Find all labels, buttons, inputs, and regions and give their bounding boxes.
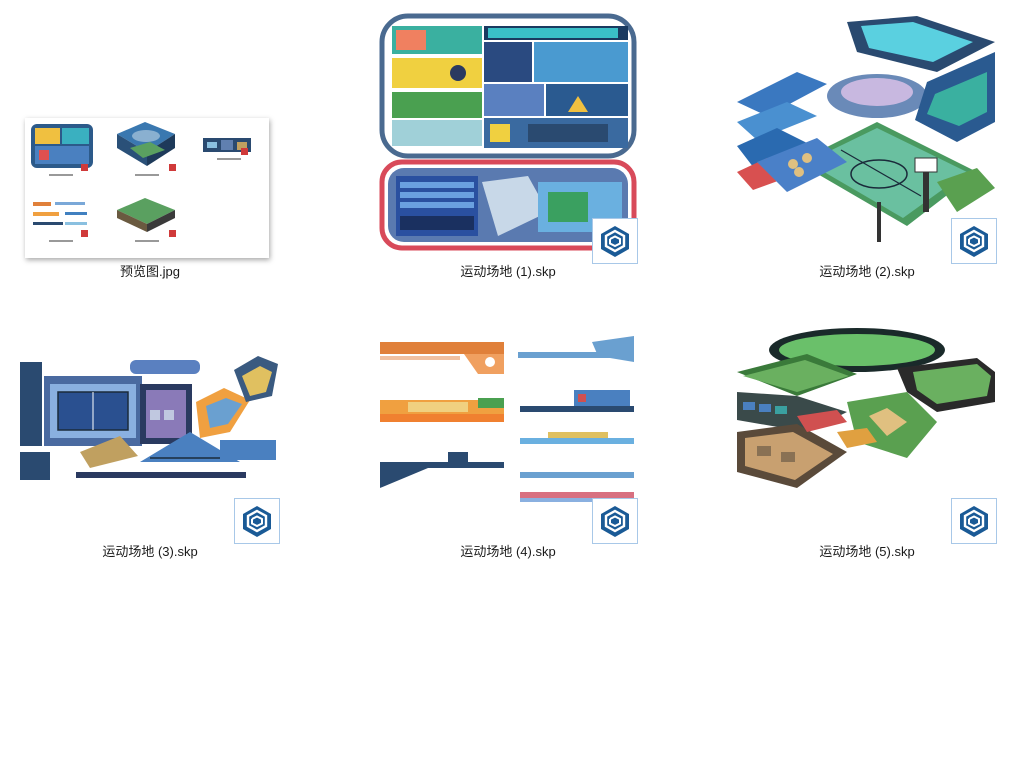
model-preview bbox=[737, 328, 995, 488]
sketchup-badge bbox=[592, 218, 638, 264]
file-item-skp-3[interactable]: 运动场地 (3).skp bbox=[0, 280, 300, 559]
sketchup-badge bbox=[234, 498, 280, 544]
model-preview bbox=[20, 356, 278, 480]
file-thumbnail bbox=[20, 12, 280, 264]
file-name: 运动场地 (5).skp bbox=[819, 544, 915, 559]
sketchup-badge bbox=[951, 218, 997, 264]
file-name: 运动场地 (4).skp bbox=[460, 544, 556, 559]
file-name: 预览图.jpg bbox=[120, 264, 180, 279]
file-name: 运动场地 (1).skp bbox=[460, 264, 556, 279]
file-item-skp-2[interactable]: 运动场地 (2).skp bbox=[717, 0, 1010, 279]
model-preview bbox=[379, 13, 637, 251]
preview-collage bbox=[31, 122, 251, 242]
file-item-preview-jpg[interactable]: 预览图.jpg bbox=[0, 0, 300, 279]
file-item-skp-5[interactable]: 运动场地 (5).skp bbox=[717, 280, 1010, 559]
file-name: 运动场地 (3).skp bbox=[102, 544, 198, 559]
sketchup-icon bbox=[243, 506, 271, 537]
file-name: 运动场地 (2).skp bbox=[819, 264, 915, 279]
file-thumbnail bbox=[737, 292, 997, 544]
file-item-skp-1[interactable]: 运动场地 (1).skp bbox=[358, 0, 658, 279]
sketchup-badge bbox=[592, 498, 638, 544]
sketchup-icon bbox=[960, 226, 988, 257]
file-item-skp-4[interactable]: 运动场地 (4).skp bbox=[358, 280, 658, 559]
sketchup-badge bbox=[951, 498, 997, 544]
sketchup-icon bbox=[601, 226, 629, 257]
file-thumbnail bbox=[378, 292, 638, 544]
file-thumbnail bbox=[20, 292, 280, 544]
file-thumbnail bbox=[737, 12, 997, 264]
model-preview bbox=[380, 336, 634, 502]
sketchup-icon bbox=[960, 506, 988, 537]
preview-image bbox=[25, 118, 269, 258]
sketchup-icon bbox=[601, 506, 629, 537]
file-thumbnail bbox=[378, 12, 638, 264]
model-preview bbox=[737, 16, 995, 242]
